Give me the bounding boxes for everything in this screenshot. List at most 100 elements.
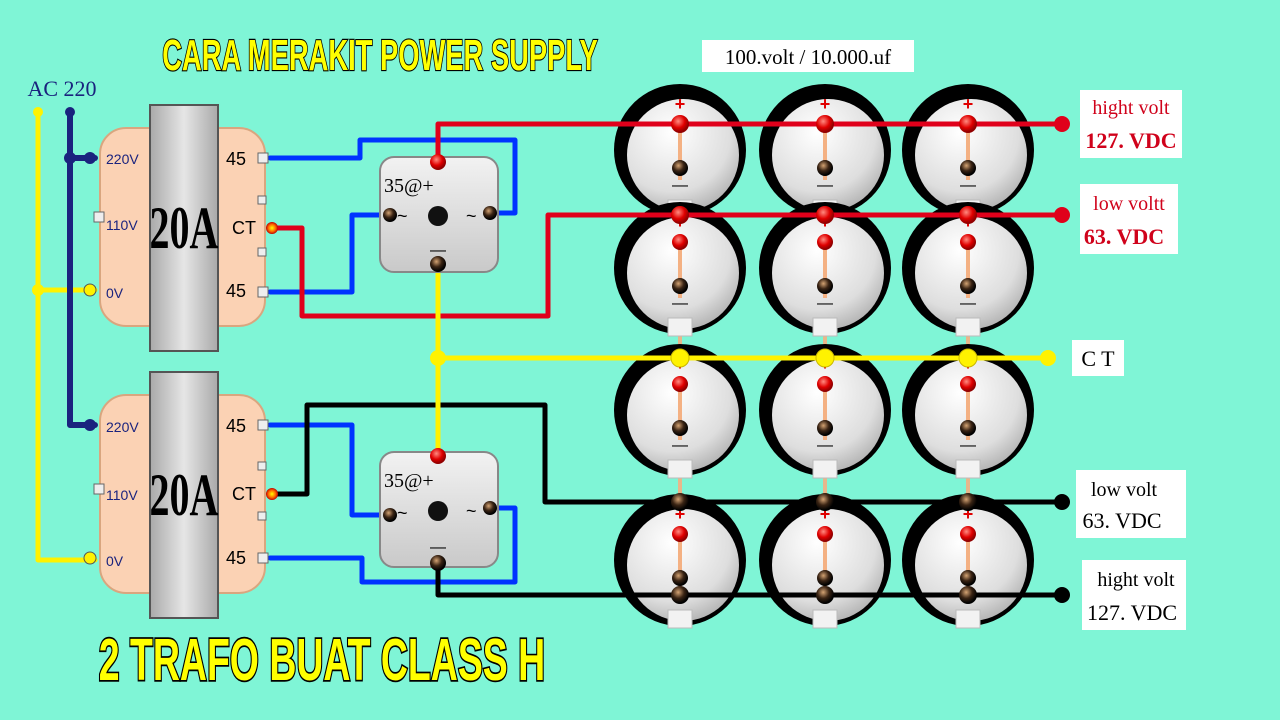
capacitor-plus-terminal <box>960 234 976 250</box>
bridge-bottom-minus-terminal <box>430 555 446 571</box>
capacitor-4-2: +— <box>759 494 891 629</box>
capacitor-1-2: +— <box>759 84 891 219</box>
capacitor-minus-terminal <box>817 570 833 586</box>
capacitor-plus-label: + <box>820 504 831 524</box>
bridge-top-minus-terminal <box>430 256 446 272</box>
output-low-plus-line1: low voltt <box>1093 193 1165 215</box>
capacitor-plus-terminal <box>672 234 688 250</box>
output-label-ct: C T <box>1072 340 1124 376</box>
capacitor-minus-terminal <box>672 278 688 294</box>
capacitor-plus-terminal <box>672 376 688 392</box>
capacitor-plus-terminal <box>960 526 976 542</box>
bus-high-plus-dot <box>959 115 977 133</box>
capacitor-minus-terminal <box>960 570 976 586</box>
capacitor-4-1: +— <box>614 494 746 629</box>
yellow-junction <box>32 284 44 296</box>
bridge-bottom-label: 35@+ <box>384 470 434 492</box>
capacitor-plus-terminal <box>817 376 833 392</box>
bus-high-plus-dot <box>816 115 834 133</box>
output-ct-line1: C T <box>1081 346 1115 371</box>
capacitor-minus-label: — <box>817 295 833 312</box>
capacitor-minus-label: — <box>817 437 833 454</box>
title-bottom: 2 TRAFO BUAT CLASS H <box>99 626 545 693</box>
ac-yellow-wire <box>35 109 98 563</box>
capacitor-minus-label: — <box>960 177 976 194</box>
t1-0-dot <box>83 283 97 297</box>
bridge-top-ac-right: ~ <box>466 206 477 226</box>
transformer-bottom-rating: 20A <box>150 463 219 529</box>
capacitor-spec-box: 100.volt / 10.000.uf <box>702 40 914 72</box>
t1-45-top-label: 45 <box>226 149 246 169</box>
junctions <box>32 107 1070 603</box>
capacitor-3-3: +— <box>902 344 1034 479</box>
t1-45-bottom-label: 45 <box>226 281 246 301</box>
wires <box>35 109 1065 598</box>
t1-220-dot <box>84 152 96 164</box>
capacitor-minus-label: — <box>672 177 688 194</box>
bridge-top-plus-terminal <box>430 154 446 170</box>
capacitor-3-1: +— <box>614 344 746 479</box>
bus-ct-dot <box>670 348 690 368</box>
bus-high-minus-dot <box>816 586 834 604</box>
t2-220v-label: 220V <box>106 419 139 435</box>
bridge-top-ac-left: ~ <box>397 206 408 226</box>
capacitor-minus-terminal <box>672 420 688 436</box>
bridge-bottom-plus-terminal <box>430 448 446 464</box>
capacitor-minus-label: — <box>672 437 688 454</box>
bus-high-minus-dot <box>671 586 689 604</box>
capacitor-1-1: +— <box>614 84 746 219</box>
output-label-low-plus: low voltt 63. VDC <box>1080 184 1178 254</box>
t1-ct-label: CT <box>232 218 256 238</box>
bus-ct-dot <box>815 348 835 368</box>
capacitor-plus-label: + <box>675 504 686 524</box>
bridge-top-minus-label: — <box>430 242 446 259</box>
bus-low-minus-dot <box>671 493 689 511</box>
t2-45-top-label: 45 <box>226 416 246 436</box>
bridge-top-label: 35@+ <box>384 175 434 197</box>
capacitor-3-2: +— <box>759 344 891 479</box>
capacitor-minus-label: — <box>960 295 976 312</box>
output-low-minus-terminal <box>1054 494 1070 510</box>
capacitor-plus-terminal <box>672 526 688 542</box>
t2-45-bottom-label: 45 <box>226 548 246 568</box>
red-wire-high <box>435 121 1065 163</box>
output-high-plus-line2: 127. VDC <box>1085 128 1176 153</box>
t1-ct-dot <box>266 222 278 234</box>
ac-yellow-terminal <box>33 107 43 117</box>
transformer-top: 20A 220V 110V 0V 45 CT 45 <box>83 104 278 352</box>
capacitor-minus-terminal <box>960 420 976 436</box>
blue-wire-t1-bottom <box>267 212 388 295</box>
ac-navy-terminal <box>65 107 75 117</box>
t2-110v-label: 110V <box>106 487 138 503</box>
capacitor-4-3: +— <box>902 494 1034 629</box>
bridge-bottom-minus-label: — <box>430 539 446 556</box>
t2-0-dot <box>83 551 97 565</box>
output-high-plus-line1: hight volt <box>1092 97 1170 119</box>
bus-low-plus-dot <box>816 206 834 224</box>
ct-junction <box>430 350 446 366</box>
t1-220v-label: 220V <box>106 151 139 167</box>
capacitor-plus-label: + <box>675 94 686 114</box>
output-low-minus-line2: 63. VDC <box>1082 508 1161 533</box>
capacitor-minus-terminal <box>817 420 833 436</box>
bus-ct-dot <box>958 348 978 368</box>
output-high-minus-terminal <box>1054 587 1070 603</box>
capacitor-1-3: +— <box>902 84 1034 219</box>
capacitor-plus-label: + <box>963 94 974 114</box>
bridge-bottom-ac-left: ~ <box>397 503 408 523</box>
capacitor-minus-terminal <box>817 160 833 176</box>
bus-high-minus-dot <box>959 586 977 604</box>
t2-0v-label: 0V <box>106 553 124 569</box>
t1-110v-label: 110V <box>106 217 138 233</box>
blue-wire-t2-top <box>267 422 388 518</box>
capacitor-minus-terminal <box>672 570 688 586</box>
capacitor-plus-terminal <box>817 526 833 542</box>
red-wire-ct-low <box>269 212 1065 319</box>
bridge-bottom-ac-right: ~ <box>466 501 477 521</box>
ac-label: AC 220 <box>27 76 96 101</box>
bus-high-plus-dot <box>671 115 689 133</box>
output-high-minus-line1: hight volt <box>1097 569 1175 591</box>
bus-junction-dots <box>670 115 978 604</box>
bus-low-minus-dot <box>959 493 977 511</box>
